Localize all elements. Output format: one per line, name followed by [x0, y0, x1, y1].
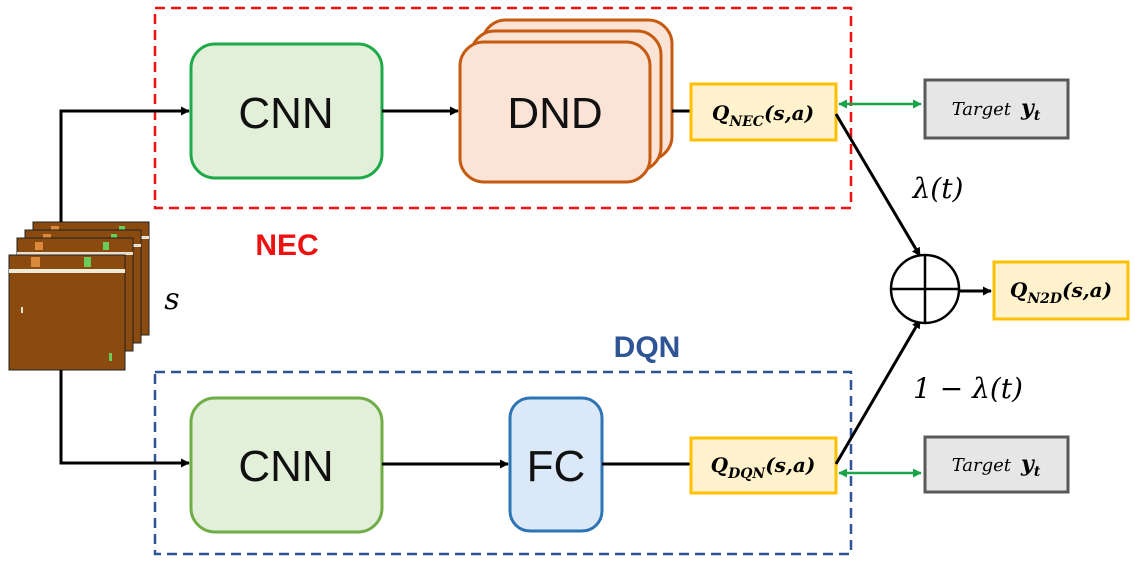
nec-cnn-label: CNN [238, 89, 333, 138]
q-nec-label: QNEC(s,a) [712, 101, 814, 130]
q-dqn-label: QDQN(s,a) [711, 453, 816, 482]
dnd-stack [458, 18, 674, 184]
target-bottom-box [923, 435, 1070, 494]
fc-label: FC [527, 442, 586, 491]
input-to-nec-cnn-arrow [59, 106, 190, 222]
q-dqn-to-sum-arrow [834, 319, 922, 465]
dqn-group-label: DQN [614, 331, 681, 364]
weight-lambda-label: λ(t) [912, 172, 964, 205]
input-to-dqn-cnn-arrow [59, 370, 190, 468]
nec-group-label: NEC [255, 229, 318, 262]
q-dqn-box [689, 436, 838, 495]
q-n2d-label: QN2D(s,a) [1010, 278, 1112, 307]
input-state-frames [8, 221, 150, 371]
q-n2d-box [992, 260, 1130, 321]
state-label: s [164, 282, 179, 317]
dqn-cnn-label: CNN [238, 442, 333, 491]
sum-operator-icon [889, 253, 961, 325]
target-top-box [923, 78, 1070, 140]
q-nec-box [689, 82, 838, 142]
q-nec-to-sum-arrow [834, 113, 922, 257]
dnd-label: DND [507, 89, 602, 138]
weight-one-minus-lambda-label: 1 − λ(t) [913, 372, 1023, 405]
